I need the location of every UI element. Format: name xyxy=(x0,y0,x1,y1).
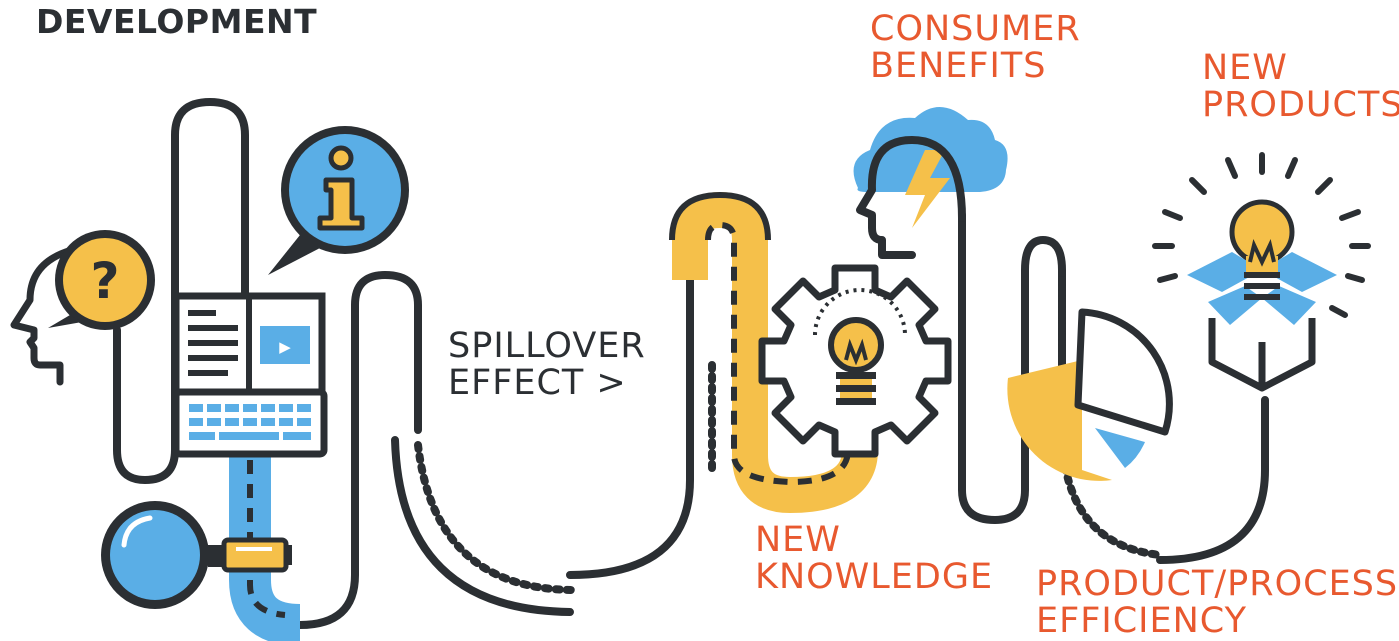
consumer-head-icon xyxy=(856,136,966,259)
question-glyph: ? xyxy=(90,252,119,310)
thinking-head-icon xyxy=(10,246,76,386)
pie-chart-icon xyxy=(1007,308,1173,481)
efficiency-line1: PRODUCT/PROCESS xyxy=(1036,564,1399,604)
knowledge-line2: KNOWLEDGE xyxy=(755,557,994,598)
info-bubble-icon xyxy=(268,126,409,275)
play-icon: ▶ xyxy=(279,338,291,356)
new-knowledge-label: NEW KNOWLEDGE xyxy=(755,520,994,598)
spillover-line1: SPILLOVER xyxy=(448,326,646,366)
new-products-label: NEW PRODUCTS xyxy=(1202,48,1399,126)
products-line2: PRODUCTS xyxy=(1202,85,1399,126)
blue-path xyxy=(229,450,301,641)
spillover-line2: EFFECT > xyxy=(448,363,627,404)
question-bubble-icon: ? xyxy=(48,230,155,330)
gear-bulb-icon xyxy=(758,264,952,458)
yellow-path xyxy=(669,191,878,514)
consumer-line2: BENEFITS xyxy=(870,46,1047,87)
diagram-title: DEVELOPMENT xyxy=(36,2,318,41)
products-line1: NEW xyxy=(1202,48,1288,88)
efficiency-label: PRODUCT/PROCESS EFFICIENCY xyxy=(1036,564,1399,641)
cloud-icon xyxy=(853,106,1008,228)
consumer-benefits-label: CONSUMER BENEFITS xyxy=(870,9,1081,87)
gift-box-idea-icon xyxy=(1152,152,1371,392)
laptop-book-icon: ▶ xyxy=(172,292,328,458)
knowledge-line1: NEW xyxy=(755,520,841,560)
magnifier-icon xyxy=(101,501,292,609)
consumer-line1: CONSUMER xyxy=(870,9,1081,49)
efficiency-line2: EFFICIENCY xyxy=(1036,601,1247,641)
spillover-label: SPILLOVER EFFECT > xyxy=(448,326,646,404)
main-path xyxy=(113,98,716,629)
